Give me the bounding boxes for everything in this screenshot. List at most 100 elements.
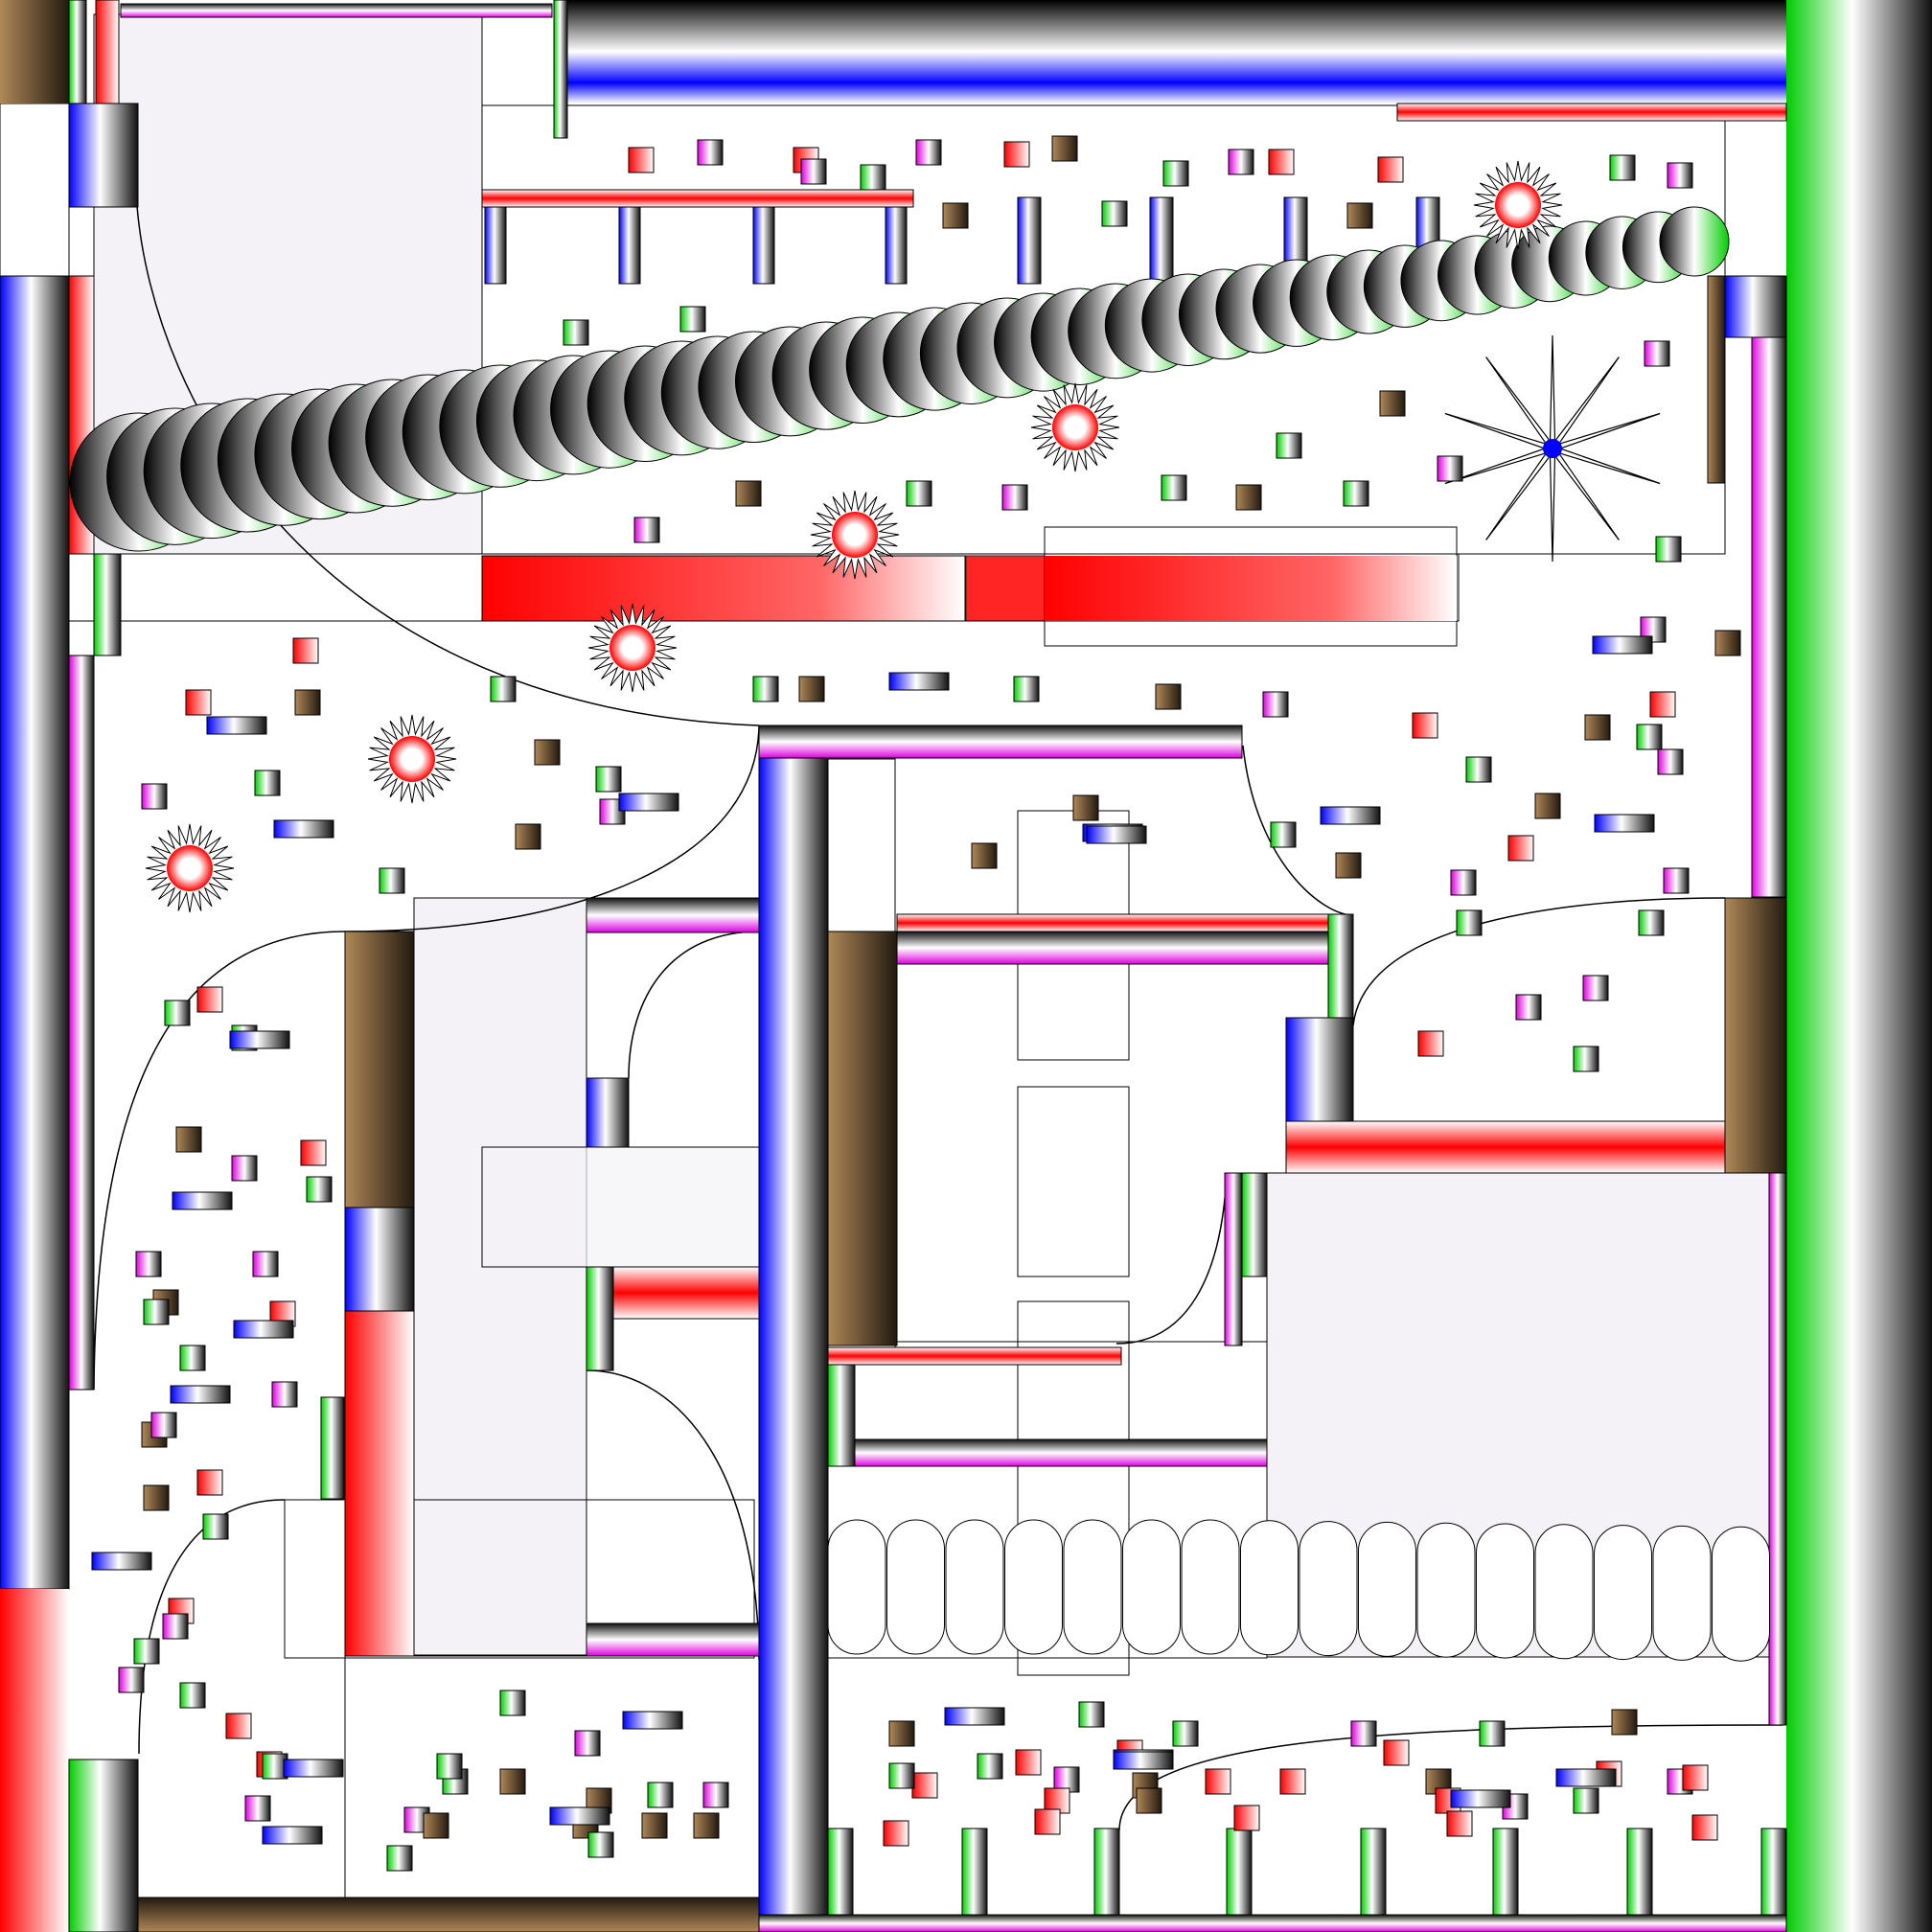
gem-block-icon	[1611, 1709, 1638, 1736]
gem-block-icon	[202, 1513, 229, 1540]
capsule-row	[827, 1519, 1770, 1662]
gem-block-icon	[179, 1682, 206, 1709]
panel-center-3	[1017, 1300, 1130, 1676]
gem-bar-icon	[1086, 825, 1147, 844]
gem-block-icon	[860, 164, 886, 191]
gem-block-icon	[1034, 1808, 1061, 1835]
capsule-segment	[1240, 1520, 1299, 1656]
gem-bar-icon	[172, 1191, 233, 1210]
gem-block-icon	[1172, 1720, 1199, 1747]
red-spiky-mine-icon	[1473, 160, 1563, 250]
gem-block-icon	[436, 1753, 463, 1780]
gem-block-icon	[1276, 432, 1302, 459]
gem-block-icon	[1479, 1720, 1506, 1747]
gem-block-icon	[162, 1613, 189, 1640]
gem-block-icon	[641, 1812, 668, 1839]
gem-block-icon	[196, 1469, 223, 1496]
gem-block-icon	[942, 202, 969, 229]
gem-block-icon	[1161, 474, 1187, 501]
gem-block-icon	[150, 1412, 177, 1438]
gem-block-icon	[735, 480, 762, 507]
capsule-segment	[1122, 1519, 1181, 1655]
gem-blocks-layer	[91, 135, 1741, 1872]
gem-block-icon	[1515, 994, 1542, 1021]
gem-bar-icon	[229, 1030, 290, 1049]
mines-layer	[145, 160, 1563, 913]
gem-block-icon	[306, 1176, 333, 1203]
gem-bar-icon	[233, 1320, 294, 1339]
gem-block-icon	[1534, 793, 1561, 819]
gem-block-icon	[1667, 162, 1693, 189]
gem-block-icon	[977, 1753, 1003, 1780]
gem-block-icon	[1015, 1749, 1042, 1776]
gem-block-icon	[294, 689, 321, 716]
gem-block-icon	[1663, 867, 1690, 894]
gem-bar-icon	[170, 1385, 231, 1404]
pipe-top-blue-wall	[565, 0, 1786, 104]
red-spiky-mine-icon	[587, 603, 678, 693]
gem-block-icon	[185, 689, 212, 716]
gem-block-icon	[225, 1713, 252, 1739]
gem-block-icon	[164, 1000, 191, 1026]
gem-block-icon	[1450, 869, 1477, 896]
pipe-left-blue-wall	[0, 275, 70, 1590]
gem-block-icon	[1657, 748, 1684, 775]
gem-block-icon	[1136, 1787, 1162, 1814]
pipe-bottom-left-green	[68, 1759, 139, 1932]
red-spiky-mine-icon	[367, 714, 457, 804]
gem-block-icon	[1377, 156, 1404, 183]
gem-block-icon	[515, 823, 541, 850]
gem-bar-icon	[1450, 1789, 1511, 1808]
pipe-bottom-brown	[137, 1897, 760, 1932]
gem-block-icon	[595, 766, 622, 793]
gem-block-icon	[175, 1126, 202, 1153]
gem-bar-icon	[262, 1826, 323, 1845]
gem-block-icon	[143, 1299, 170, 1325]
gem-block-icon	[1346, 202, 1373, 229]
gem-bar-icon	[91, 1552, 152, 1571]
gem-block-icon	[888, 1762, 915, 1789]
gem-block-icon	[292, 637, 319, 664]
gem-block-icon	[1268, 149, 1295, 175]
gem-bar-icon	[283, 1759, 344, 1778]
interior-pipes	[68, 0, 1787, 1916]
gem-block-icon	[386, 1845, 413, 1872]
gem-block-icon	[196, 986, 223, 1013]
capsule-segment	[945, 1519, 1004, 1655]
gem-block-icon	[1155, 683, 1182, 710]
gem-block-icon	[141, 783, 168, 810]
gem-block-icon	[1205, 1768, 1231, 1795]
gem-block-icon	[1412, 712, 1438, 739]
capsule-segment	[827, 1519, 886, 1655]
capsule-segment	[1063, 1519, 1122, 1655]
gem-block-icon	[1573, 1787, 1599, 1814]
gem-block-icon	[1649, 691, 1676, 718]
red-spiky-mine-icon	[1030, 382, 1120, 472]
gem-block-icon	[252, 1251, 279, 1277]
gem-block-icon	[906, 480, 932, 507]
pipe-left-red-wall	[0, 1589, 69, 1932]
gem-block-icon	[563, 319, 589, 346]
gem-block-icon	[1279, 1768, 1306, 1795]
gem-block-icon	[1682, 1764, 1709, 1791]
gem-block-icon	[1343, 480, 1369, 507]
gem-block-icon	[379, 867, 405, 894]
gem-block-icon	[915, 139, 942, 166]
gem-block-icon	[118, 1667, 145, 1693]
gem-block-icon	[1573, 1046, 1599, 1072]
capsule-segment	[1652, 1525, 1712, 1661]
gem-block-icon	[1507, 835, 1534, 862]
pipe-bottom-magenta	[758, 1914, 1787, 1932]
gem-block-icon	[633, 517, 660, 543]
gem-bar-icon	[1555, 1768, 1617, 1787]
gem-block-icon	[911, 1772, 938, 1799]
gem-block-icon	[1714, 630, 1741, 656]
panel-lower-left	[284, 1499, 755, 1659]
gem-block-icon	[1051, 135, 1078, 162]
gem-block-icon	[271, 1381, 298, 1408]
gem-block-icon	[679, 306, 706, 333]
gem-block-icon	[752, 676, 779, 702]
gem-block-icon	[1655, 536, 1682, 563]
